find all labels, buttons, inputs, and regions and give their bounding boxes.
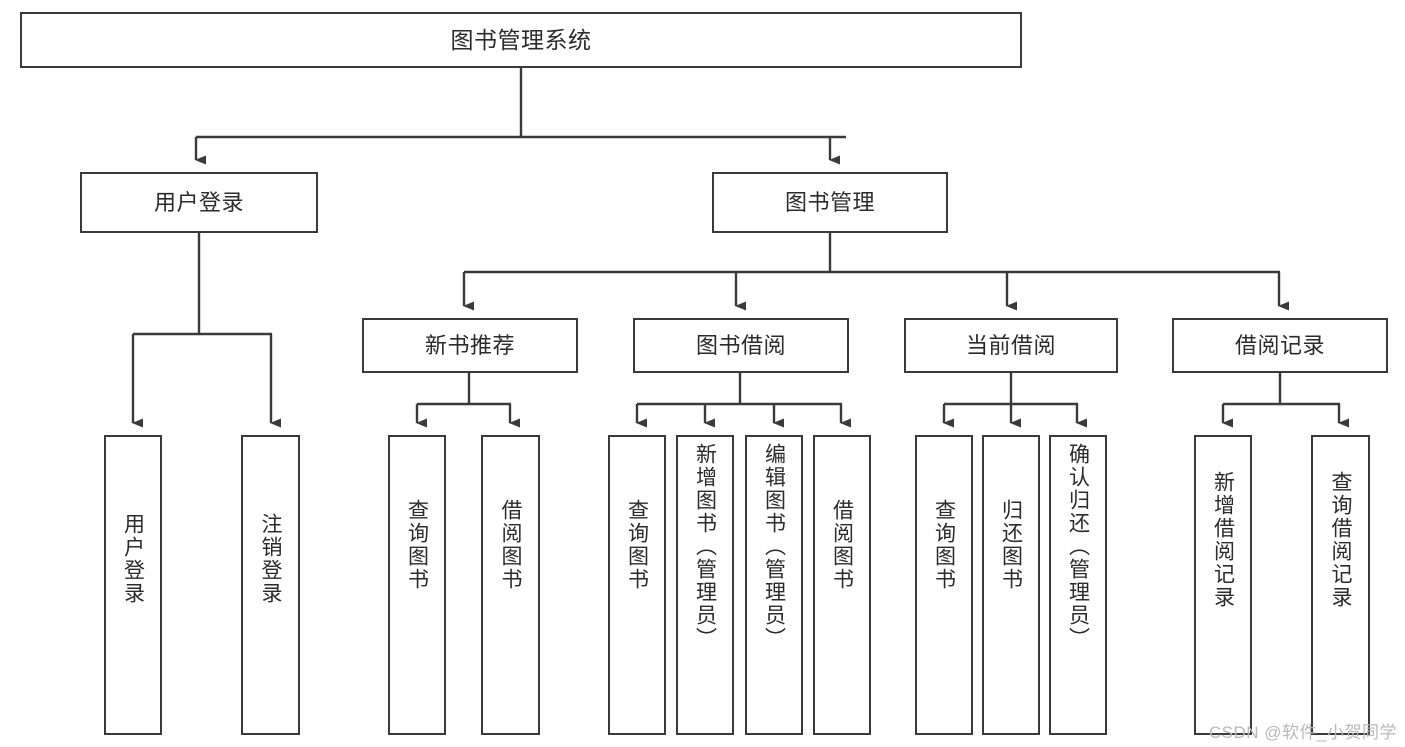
leaf-user-logout-label: 注销登录: [259, 513, 282, 605]
node-borrow-records-label: 借阅记录: [1234, 332, 1325, 358]
leaf-current-query-book[interactable]: 查询图书: [915, 435, 973, 735]
node-book-borrow[interactable]: 图书借阅: [633, 318, 849, 373]
leaf-borrow-edit-book-label: 编辑图书（管理员）: [762, 443, 786, 650]
node-book-management[interactable]: 图书管理: [712, 172, 948, 233]
leaf-current-return-book-label: 归还图书: [999, 499, 1023, 591]
leaf-newrec-query-book[interactable]: 查询图书: [388, 435, 446, 735]
node-user-login[interactable]: 用户登录: [80, 172, 318, 233]
leaf-user-login-label: 用户登录: [121, 513, 145, 605]
leaf-current-query-book-label: 查询图书: [932, 499, 956, 591]
leaf-records-query-record[interactable]: 查询借阅记录: [1311, 435, 1370, 735]
node-current-borrow[interactable]: 当前借阅: [904, 318, 1118, 373]
leaf-borrow-query-book-label: 查询图书: [625, 499, 649, 591]
leaf-records-query-record-label: 查询借阅记录: [1329, 471, 1352, 609]
node-book-management-label: 图书管理: [784, 189, 875, 215]
leaf-user-login[interactable]: 用户登录: [104, 435, 162, 735]
node-user-login-label: 用户登录: [153, 189, 244, 215]
node-book-borrow-label: 图书借阅: [695, 332, 786, 358]
node-root[interactable]: 图书管理系统: [20, 12, 1022, 68]
leaf-records-add-record[interactable]: 新增借阅记录: [1194, 435, 1252, 735]
leaf-borrow-edit-book[interactable]: 编辑图书（管理员）: [745, 435, 803, 735]
node-new-book-recommend-label: 新书推荐: [424, 332, 515, 358]
leaf-newrec-query-book-label: 查询图书: [405, 499, 429, 591]
node-current-borrow-label: 当前借阅: [965, 332, 1056, 358]
node-new-book-recommend[interactable]: 新书推荐: [362, 318, 578, 373]
leaf-current-confirm-return[interactable]: 确认归还（管理员）: [1049, 435, 1107, 735]
leaf-user-logout[interactable]: 注销登录: [241, 435, 300, 735]
csdn-watermark: CSDN @软件_小贺同学: [1208, 723, 1397, 742]
leaf-records-add-record-label: 新增借阅记录: [1211, 471, 1235, 609]
node-root-label: 图书管理系统: [450, 26, 592, 53]
leaf-borrow-add-book-label: 新增图书（管理员）: [693, 443, 717, 650]
leaf-borrow-query-book[interactable]: 查询图书: [608, 435, 666, 735]
leaf-current-confirm-return-label: 确认归还（管理员）: [1066, 443, 1090, 650]
leaf-borrow-borrow-book-label: 借阅图书: [830, 499, 854, 591]
leaf-borrow-add-book[interactable]: 新增图书（管理员）: [676, 435, 734, 735]
leaf-newrec-borrow-book[interactable]: 借阅图书: [481, 435, 540, 735]
leaf-newrec-borrow-book-label: 借阅图书: [499, 499, 522, 591]
leaf-current-return-book[interactable]: 归还图书: [982, 435, 1040, 735]
node-borrow-records[interactable]: 借阅记录: [1172, 318, 1388, 373]
leaf-borrow-borrow-book[interactable]: 借阅图书: [813, 435, 871, 735]
